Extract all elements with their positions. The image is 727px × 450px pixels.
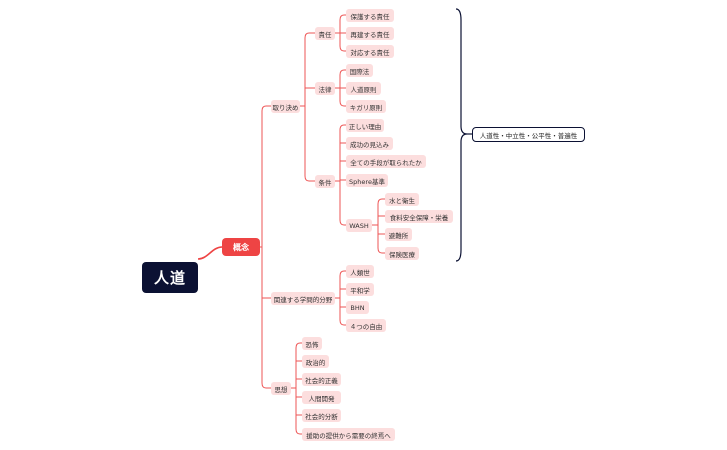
main-topic[interactable]: 概念 — [222, 238, 260, 256]
leaf-respond[interactable]: 対応する責任 — [346, 45, 394, 58]
topic-law[interactable]: 法律 — [315, 82, 335, 95]
connector-law — [335, 69, 346, 107]
summary-bracket — [455, 8, 468, 262]
connector-decisions — [300, 32, 315, 182]
connector-fields — [335, 270, 346, 326]
leaf-fear[interactable]: 恐怖 — [302, 337, 322, 350]
leaf-political[interactable]: 政治的 — [302, 355, 329, 368]
topic-wash[interactable]: WASH — [346, 219, 372, 232]
leaf-anthropocene[interactable]: 人類世 — [346, 265, 374, 278]
connector-wash — [372, 198, 385, 254]
leaf-aid-to-end-of-need[interactable]: 援助の提供から需要の終焉へ — [302, 428, 395, 441]
leaf-peace-studies[interactable]: 平和学 — [346, 283, 374, 296]
connector-root-main — [197, 246, 223, 260]
summary-callout[interactable]: 人道性・中立性・公平性・普遍性 — [472, 127, 585, 142]
leaf-water-sanitation[interactable]: 水と衛生 — [385, 193, 419, 206]
leaf-international-law[interactable]: 国際法 — [346, 64, 373, 77]
connector-responsibility — [335, 14, 346, 52]
leaf-humanitarian-principles[interactable]: 人道原則 — [346, 82, 381, 95]
connector-main-branches — [260, 105, 271, 389]
leaf-health[interactable]: 保険医療 — [385, 247, 419, 260]
topic-fields[interactable]: 関連する学問的分野 — [271, 292, 335, 305]
connector-conditions — [335, 124, 346, 226]
leaf-social-justice[interactable]: 社会的正義 — [302, 373, 341, 386]
topic-responsibility[interactable]: 責任 — [315, 27, 335, 40]
topic-conditions[interactable]: 条件 — [315, 175, 335, 188]
leaf-sphere-standards[interactable]: Sphere基準 — [346, 174, 388, 187]
leaf-food-security[interactable]: 食料安全保障・栄養 — [385, 210, 453, 223]
leaf-protect[interactable]: 保護する責任 — [346, 9, 394, 22]
leaf-rebuild[interactable]: 再建する責任 — [346, 27, 394, 40]
topic-thought[interactable]: 思想 — [271, 382, 291, 395]
leaf-bhn[interactable]: BHN — [346, 301, 369, 314]
topic-decisions[interactable]: 取り決め — [271, 100, 300, 113]
leaf-kigali-principles[interactable]: キガリ原則 — [346, 100, 386, 113]
leaf-four-freedoms[interactable]: ４つの自由 — [346, 319, 386, 332]
connector-thought — [291, 342, 302, 435]
leaf-right-reason[interactable]: 正しい理由 — [346, 119, 384, 132]
root-topic[interactable]: 人道 — [142, 262, 198, 293]
leaf-all-means[interactable]: 全ての手段が取られたか — [346, 155, 426, 168]
leaf-shelter[interactable]: 避難所 — [385, 228, 412, 241]
leaf-social-division[interactable]: 社会的分断 — [302, 409, 341, 422]
leaf-human-development[interactable]: 人間開発 — [302, 391, 341, 404]
leaf-success-prospect[interactable]: 成功の見込み — [346, 137, 393, 150]
